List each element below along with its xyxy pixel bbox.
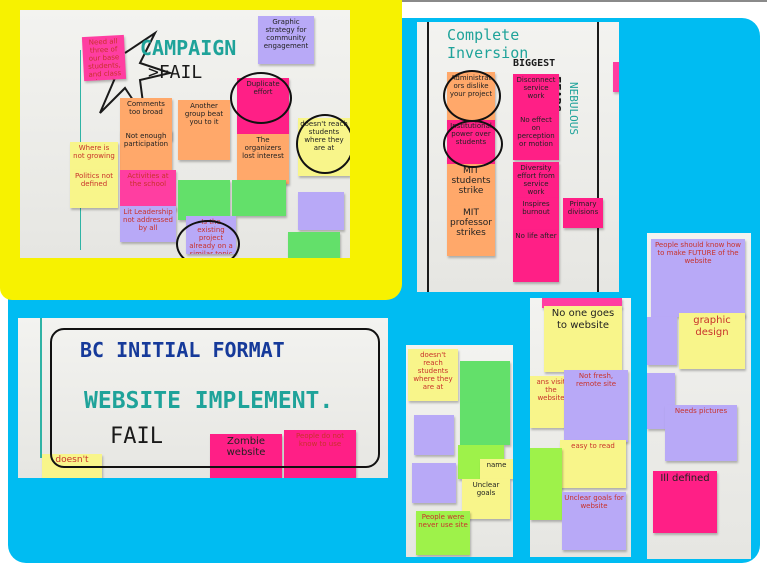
fail-heading: FAIL xyxy=(110,424,163,449)
sticky-note: doesn't reach students where they are at xyxy=(408,349,458,401)
sticky-note: Primary divisions xyxy=(563,198,603,228)
sticky-note: Not fresh, remote site xyxy=(564,370,628,442)
sticky-note: name xyxy=(480,459,513,479)
highlight-circle xyxy=(176,220,240,258)
sticky-note: Politics not defined xyxy=(70,170,118,208)
sticky-note: Diversity effort from service work xyxy=(513,162,559,198)
sticky-note: easy to read xyxy=(560,440,626,488)
highlight-circle xyxy=(443,120,503,168)
sticky-note: graphic design xyxy=(679,313,745,369)
sticky-note xyxy=(412,463,456,503)
sticky-note: Another group beat you to it xyxy=(178,100,230,160)
sticky-note xyxy=(178,180,230,220)
sticky-note: People were never use site xyxy=(416,511,470,555)
sticky-note xyxy=(460,361,510,403)
sticky-note: Where is not growing xyxy=(70,142,118,170)
photo-notes-column-1: doesn't reach students where they are at… xyxy=(406,345,513,557)
photo-campaign-fail: CAMPAIGN >FAIL Need all three of our bas… xyxy=(20,10,350,258)
biggest-heading: BIGGEST xyxy=(513,58,556,69)
sticky-note: Unclear goals xyxy=(462,479,510,519)
sticky-note: No one goes to website xyxy=(544,306,622,372)
sticky-note: MIT students strike xyxy=(447,164,495,206)
sticky-note xyxy=(542,298,622,308)
sticky-note: Not enough participation xyxy=(120,130,172,176)
sticky-note xyxy=(613,62,619,92)
sticky-note: No effect on perception or motion xyxy=(513,114,559,160)
photo-notes-column-3: People should know how to make FUTURE of… xyxy=(647,233,751,559)
sticky-note xyxy=(647,317,677,365)
highlight-circle xyxy=(443,70,501,122)
photo-complete-inversion: Complete Inversion BIGGEST FEARS NEBULOU… xyxy=(417,22,619,292)
sticky-note: Unclear goals for website xyxy=(562,492,626,550)
whiteboard-line xyxy=(597,22,599,292)
inversion-heading: Inversion xyxy=(447,44,529,62)
sticky-note xyxy=(298,192,344,230)
sticky-note: People should know how to make FUTURE of… xyxy=(651,239,745,317)
highlight-circle xyxy=(296,114,350,174)
sticky-note: Lit Leadership not addressed by all xyxy=(120,206,176,242)
sticky-note: No life after xyxy=(513,230,559,282)
whiteboard-line xyxy=(40,318,42,458)
sticky-note: Disconnect service work xyxy=(513,74,559,114)
sticky-note xyxy=(460,403,510,445)
whiteboard-line xyxy=(427,22,429,292)
fail-heading: >FAIL xyxy=(148,62,203,83)
sticky-note: People do not know to use xyxy=(284,430,356,478)
highlight-circle xyxy=(230,72,292,124)
photo-website-implement-fail: BC INITIAL FORMAT WEBSITE IMPLEMENT. FAI… xyxy=(18,318,388,478)
sticky-note xyxy=(414,415,454,455)
sticky-note: Inspires burnout xyxy=(513,198,559,230)
sticky-note: Graphic strategy for community engagemen… xyxy=(258,16,314,64)
sticky-note xyxy=(232,180,286,216)
sticky-note xyxy=(530,448,562,520)
sticky-note xyxy=(288,232,340,258)
sticky-note: Zombie website xyxy=(210,434,282,478)
website-implement-heading: WEBSITE IMPLEMENT. xyxy=(84,388,334,414)
sticky-note: Activities at the school xyxy=(120,170,176,210)
sticky-note: MIT professor strikes xyxy=(447,206,495,256)
complete-heading: Complete xyxy=(447,26,520,44)
sticky-note: Ill defined xyxy=(653,471,717,533)
sticky-note: Need all three of our base students, and… xyxy=(81,34,127,82)
nebulous-heading: NEBULOUS xyxy=(567,82,580,135)
initial-format-heading: BC INITIAL FORMAT xyxy=(80,338,285,362)
campaign-heading: CAMPAIGN xyxy=(140,36,237,60)
sticky-note: Needs pictures xyxy=(665,405,737,461)
highlight-box xyxy=(50,328,380,468)
photo-notes-column-2: No one goes to website ans visit the web… xyxy=(530,298,631,557)
sticky-note: The organizers lost interest xyxy=(237,134,289,184)
